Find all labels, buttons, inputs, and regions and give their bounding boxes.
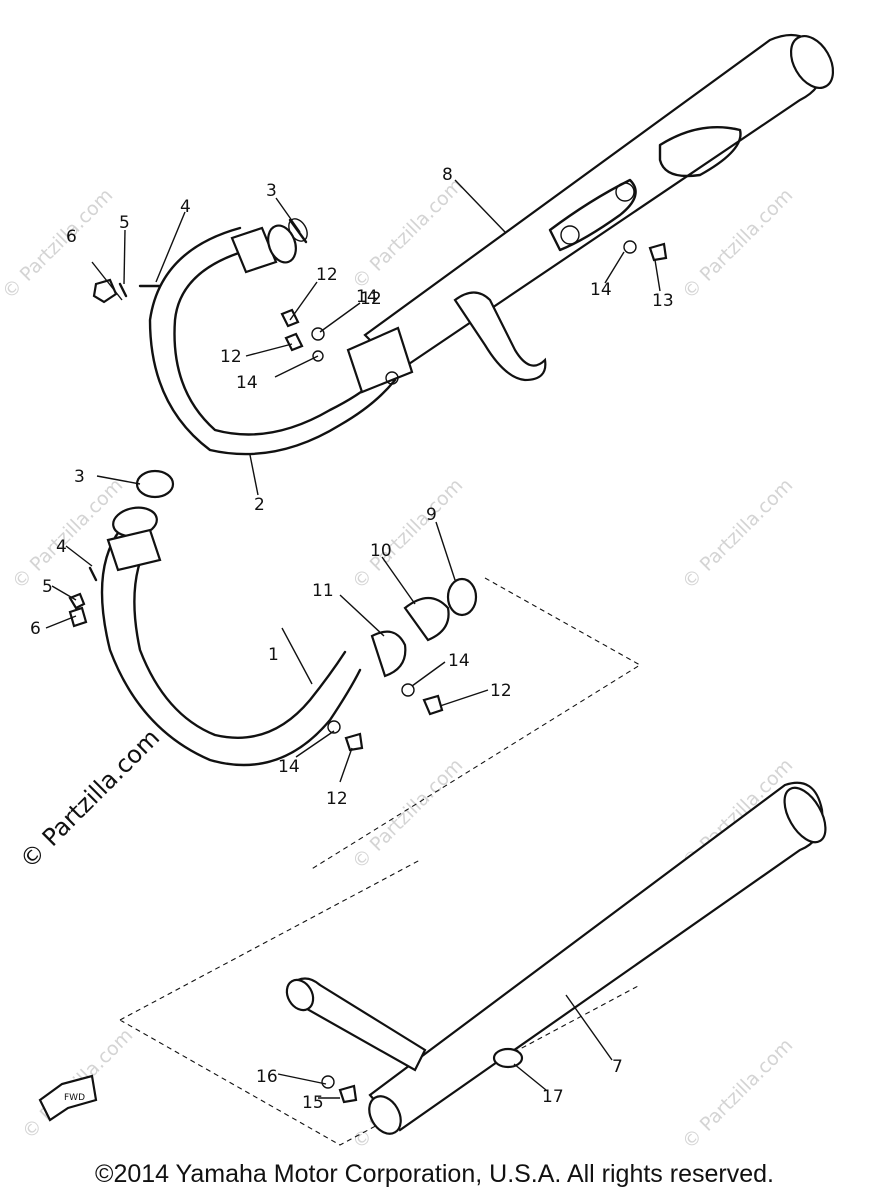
copyright-notice: ©2014 Yamaha Motor Corporation, U.S.A. A…	[95, 1160, 774, 1188]
subassembly-outline	[119, 577, 642, 1146]
part-label: 12	[326, 789, 348, 809]
part-label: 6	[30, 619, 41, 639]
part-label: 3	[266, 181, 277, 201]
watermark: © Partzilla.com	[678, 474, 797, 593]
part-label: 4	[180, 197, 191, 217]
watermark: © Partzilla.com	[348, 754, 467, 873]
part-label: 5	[119, 213, 130, 233]
leader-lines	[45, 179, 661, 1099]
part-label: 14	[236, 373, 258, 393]
part-label: 7	[612, 1057, 623, 1077]
part-label: 11	[312, 581, 334, 601]
part-label: 12	[360, 289, 382, 309]
part-label: 8	[442, 165, 453, 185]
part-label: 13	[652, 291, 674, 311]
watermark: © Partzilla.com	[678, 184, 797, 303]
part-label: 14	[448, 651, 470, 671]
part-label: 17	[542, 1087, 564, 1107]
part-label: 12	[316, 265, 338, 285]
front-marker-text: FWD	[64, 1093, 85, 1103]
lower-exhaust-pipe	[68, 469, 478, 767]
part-label: 6	[66, 227, 77, 247]
watermark: © Partzilla.com	[678, 1034, 797, 1153]
watermark: © Partzilla.com	[348, 474, 467, 593]
part-label: 14	[356, 287, 378, 307]
part-label: 14	[278, 757, 300, 777]
part-label: 14	[590, 280, 612, 300]
part-label: 1	[268, 645, 279, 665]
part-label: 2	[254, 495, 265, 515]
part-label: 5	[42, 577, 53, 597]
lower-muffler	[285, 781, 827, 1135]
part-labels: 1 2 3 3 4 4 5 5 6 6 7 8 9 10 11 12 12 12…	[30, 165, 674, 1113]
part-label: 16	[256, 1067, 278, 1087]
part-label: 15	[302, 1093, 324, 1113]
part-label: 9	[426, 505, 437, 525]
part-label: 4	[56, 537, 67, 557]
part-label: 12	[490, 681, 512, 701]
part-label: 12	[220, 347, 242, 367]
watermark-large: © Partzilla.com	[14, 723, 165, 874]
upper-muffler	[363, 33, 835, 382]
upper-exhaust-pipe	[148, 218, 414, 456]
upper-hardware	[92, 240, 668, 362]
part-label: 10	[370, 541, 392, 561]
watermark: © Partzilla.com	[8, 474, 127, 593]
part-label: 3	[74, 467, 85, 487]
front-direction-marker: FWD	[38, 1074, 98, 1122]
